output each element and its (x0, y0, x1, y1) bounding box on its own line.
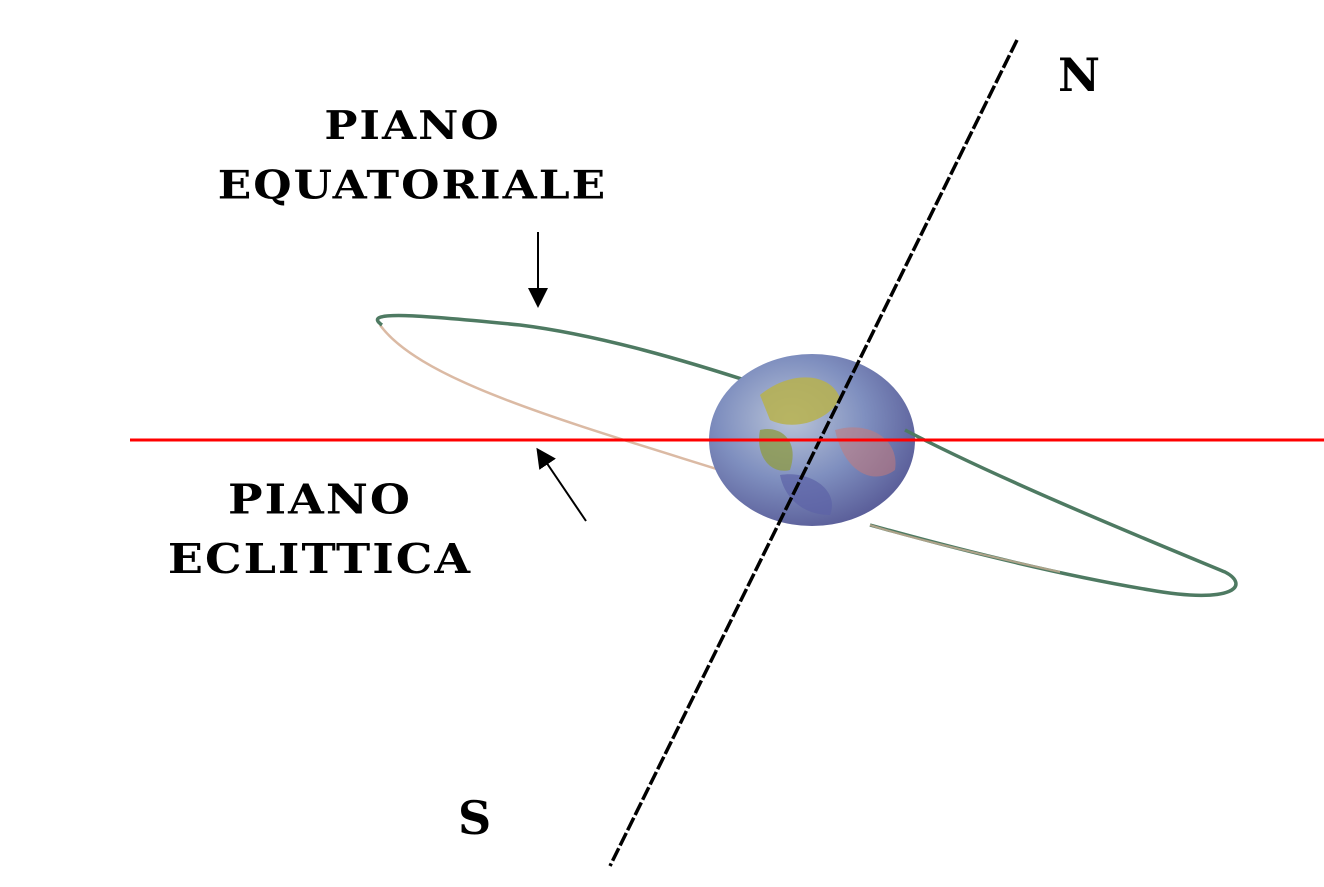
ecliptic-ring-back (378, 324, 721, 472)
ecliptic-label-line1: PIANO (228, 475, 412, 524)
ecliptic-ring-front (869, 524, 1061, 573)
equatorial-plane-label: PIANO EQUATORIALE (130, 103, 695, 226)
equatorial-label-line2: EQUATORIALE (217, 162, 608, 209)
ecliptic-plane-label: PIANO ECLITTICA (110, 479, 530, 598)
north-pole-label: N (1058, 48, 1101, 102)
equatorial-label-line1: PIANO (324, 103, 501, 149)
south-pole-label: S (458, 791, 492, 845)
ecliptic-label-line2: ECLITTICA (167, 534, 473, 583)
earth-axis-line (608, 39, 1019, 867)
ecliptic-arrow (536, 447, 587, 522)
equatorial-ring-left (375, 313, 761, 387)
